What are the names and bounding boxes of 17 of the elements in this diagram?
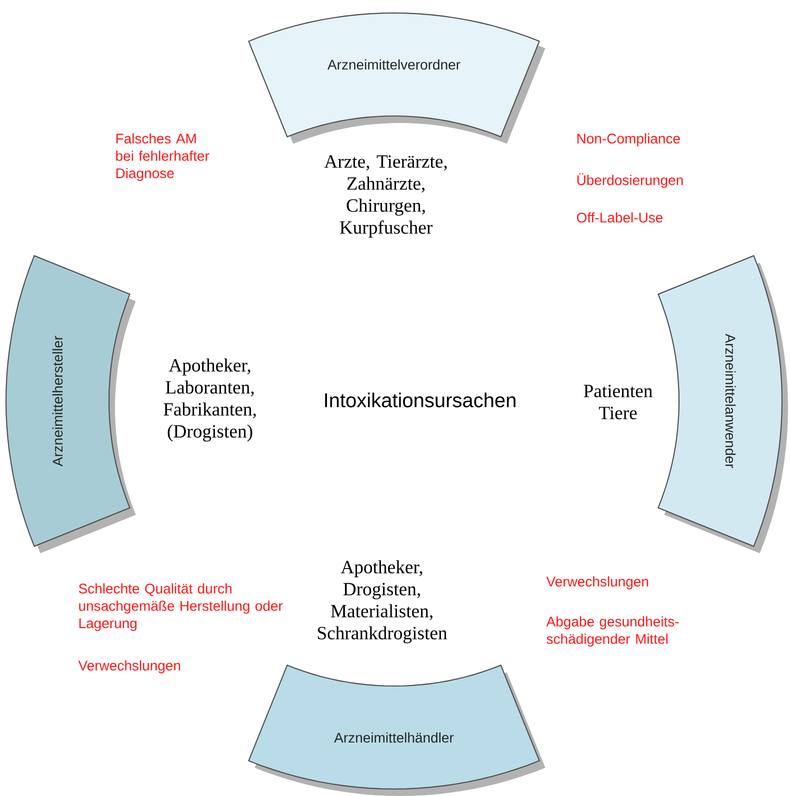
group-list: Arzte, Tierärzte, Zahnärzte, Chirurgen, Kurpfuscher xyxy=(324,155,447,238)
cause-note: Abgabe gesundheits-schädigender Mittel xyxy=(546,616,679,647)
band-segment: Arzneimittelverordner xyxy=(248,12,546,144)
center-title: Intoxikationsursachen xyxy=(325,392,516,408)
group-list: Apotheker, Laboranten, Fabrikanten, (Drogisten) xyxy=(164,358,256,442)
cause-note: Schlechte Qualität durch unsachgemäße Herstellung oder Lagerung xyxy=(78,583,283,631)
cause-note: Off-Label-Use xyxy=(576,212,663,223)
band-segment: Arzneimittelhersteller xyxy=(5,255,136,554)
band-segment: Arzneimittelanwender xyxy=(658,255,788,554)
cause-note: Überdosierungen xyxy=(577,173,683,188)
cause-note: Verwechslungen xyxy=(546,576,648,590)
group-list: Patienten Tiere xyxy=(584,384,652,420)
band-segment: Arzneimittelhändler xyxy=(248,664,546,796)
cause-note: Non-Compliance xyxy=(577,133,680,146)
group-list: Apotheker, Drogisten, Materialisten, Schrankdrogisten xyxy=(318,560,448,644)
cause-note: Falsches AM bei fehlerhafter Diagnose xyxy=(116,133,210,181)
cause-note: Verwechslungen xyxy=(78,660,180,674)
